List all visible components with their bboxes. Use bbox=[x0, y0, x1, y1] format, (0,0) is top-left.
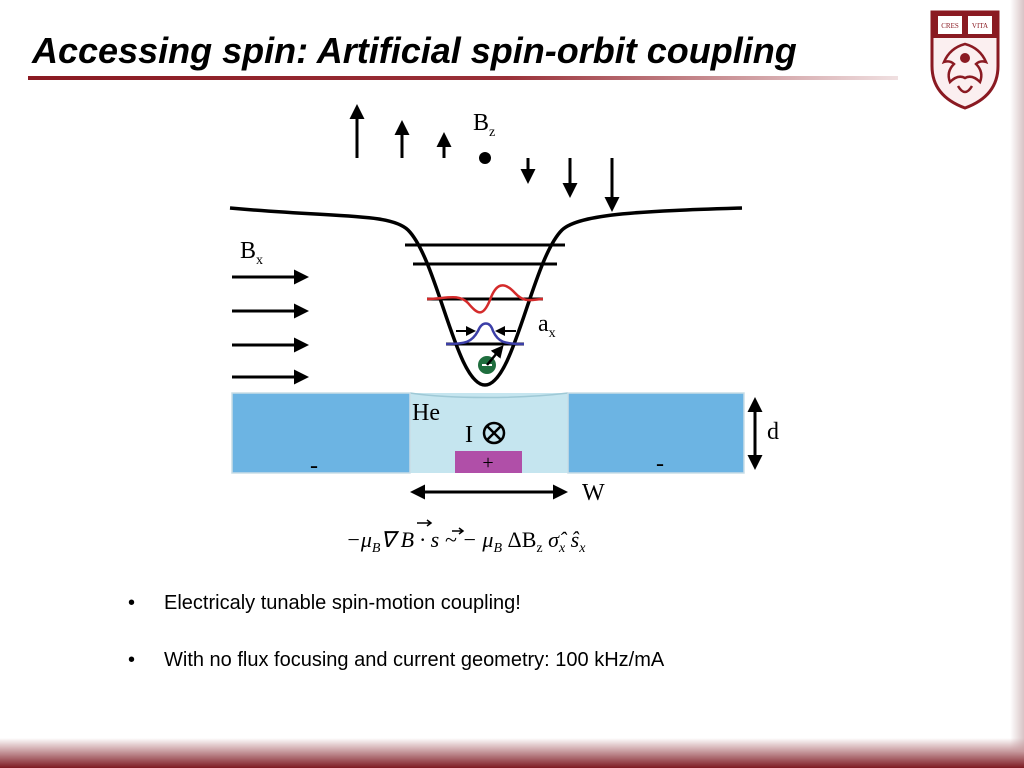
ground-state-wavefunction bbox=[445, 322, 525, 346]
bx-field-arrows bbox=[232, 269, 309, 385]
bz-label: Bz bbox=[473, 110, 495, 140]
slide-right-edge-gradient bbox=[1010, 0, 1024, 768]
university-seal-logo: CRES VITA bbox=[930, 10, 1000, 110]
title-underline bbox=[28, 76, 898, 80]
center-plus-label: + bbox=[482, 452, 493, 474]
d-label: d bbox=[767, 419, 779, 445]
right-minus-label: - bbox=[656, 451, 664, 477]
he-label: He bbox=[412, 400, 440, 426]
seal-motto-2: VITA bbox=[972, 22, 988, 30]
bx-label: Bx bbox=[240, 238, 263, 268]
right-electrode-film bbox=[567, 392, 745, 474]
spin-arrow bbox=[486, 345, 504, 366]
w-label: W bbox=[582, 480, 605, 506]
current-label: I bbox=[465, 422, 473, 448]
current-into-page-icon bbox=[482, 421, 506, 445]
slide-title: Accessing spin: Artificial spin-orbit co… bbox=[32, 30, 797, 71]
spin-orbit-diagram: Bz ax Bx + - - He I d W −μB∇ B · bbox=[229, 104, 779, 556]
ax-label: ax bbox=[538, 311, 556, 341]
center-electrode bbox=[455, 451, 522, 473]
vector-arrow-accents bbox=[417, 519, 465, 535]
helium-surface bbox=[409, 392, 569, 399]
bullet-list: Electricaly tunable spin-motion coupling… bbox=[128, 592, 664, 706]
potential-well-curve bbox=[229, 206, 743, 387]
spin-orbit-equation: −μB∇ B · s ~ − μB ΔBz σ̂x ŝx bbox=[346, 527, 586, 556]
excited-state-wavefunction bbox=[426, 284, 544, 314]
left-electrode-film bbox=[231, 392, 411, 474]
left-minus-label: - bbox=[310, 453, 318, 479]
seal-motto-1: CRES bbox=[941, 22, 959, 30]
bullet-item: With no flux focusing and current geomet… bbox=[128, 649, 664, 672]
bullet-item: Electricaly tunable spin-motion coupling… bbox=[128, 592, 664, 615]
bz-field-arrows bbox=[349, 104, 620, 212]
bz-zero-dot bbox=[479, 152, 491, 164]
slide-footer-band bbox=[0, 738, 1024, 768]
